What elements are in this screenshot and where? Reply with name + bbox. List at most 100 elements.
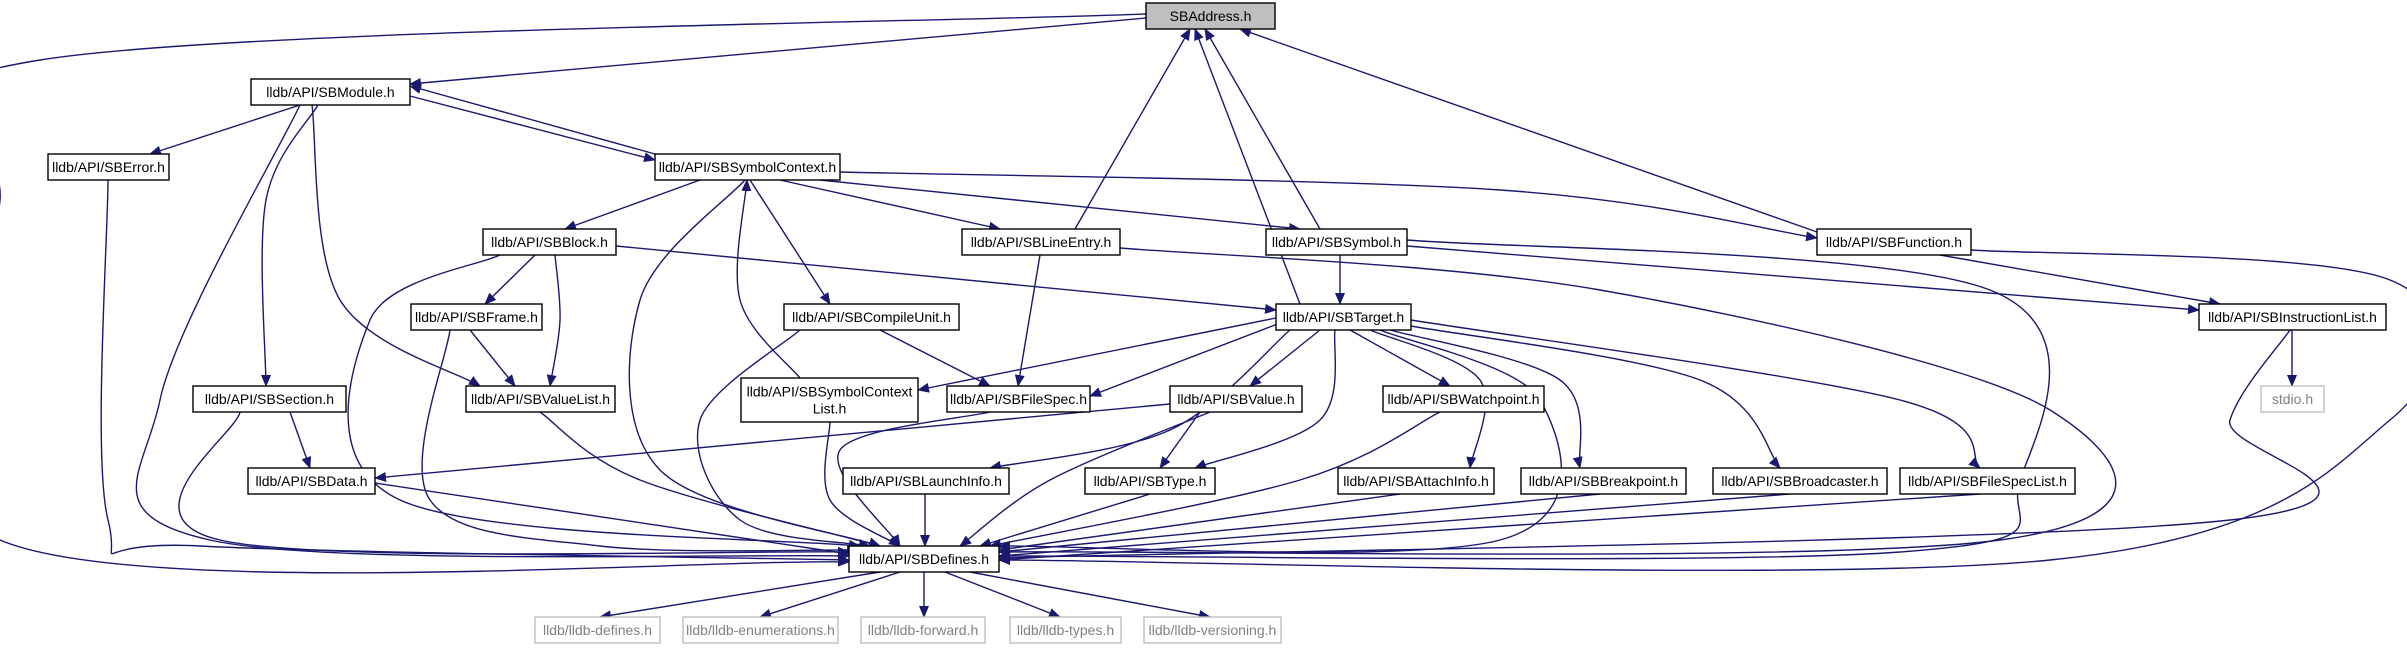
- node-label: lldb/lldb-defines.h: [543, 622, 652, 638]
- edge-sbblock-to-sbframe: [484, 254, 536, 305]
- edge-sbsymbolcontext-to-sbcompileunit: [749, 179, 831, 305]
- node-sbframe[interactable]: lldb/API/SBFrame.h: [410, 303, 543, 331]
- edge-sbfunction-to-sbinstructionlist: [1939, 254, 2221, 308]
- node-label: lldb/API/SBBreakpoint.h: [1529, 473, 1678, 489]
- edge-sblineentry-to-sbdefines: [998, 247, 2117, 557]
- edge-sberror-to-sbdefines: [100, 179, 850, 565]
- node-sbaddress[interactable]: SBAddress.h: [1145, 2, 1276, 30]
- node-sberror[interactable]: lldb/API/SBError.h: [47, 153, 170, 181]
- node-sbdefines[interactable]: lldb/API/SBDefines.h: [848, 545, 1000, 573]
- node-sbbroadcaster[interactable]: lldb/API/SBBroadcaster.h: [1712, 467, 1888, 495]
- node-box: [783, 303, 960, 331]
- edge-sbsymbolcontext-to-sbsymbol: [819, 179, 1301, 233]
- edge-sbsection-to-sbdefines: [178, 411, 850, 557]
- edge-sbfunction-to-sbaddress: [1239, 27, 1818, 233]
- edge-sbsymbolcontext-to-sbblock: [564, 179, 701, 230]
- node-box: [410, 303, 543, 331]
- node-label: lldb/API/SBBroadcaster.h: [1721, 473, 1878, 489]
- node-box: [192, 385, 347, 413]
- edge-sbtarget-to-sbvalue: [1249, 329, 1321, 387]
- node-sbmodule[interactable]: lldb/API/SBModule.h: [250, 78, 411, 106]
- node-label: lldb/API/SBDefines.h: [859, 551, 989, 567]
- node-sbsymbol[interactable]: lldb/API/SBSymbol.h: [1265, 228, 1408, 256]
- node-sbsymbolcontext[interactable]: lldb/API/SBSymbolContext.h: [654, 153, 841, 181]
- edge-sbmodule-to-sberror: [149, 104, 301, 156]
- edge-sbblock-to-sbdefines: [347, 254, 861, 550]
- edge-sblineentry-to-sbaddress: [1074, 28, 1191, 230]
- node-box: [1084, 467, 1216, 495]
- edge-sbdata-to-sbdefines: [374, 482, 850, 558]
- node-sbsection[interactable]: lldb/API/SBSection.h: [192, 385, 347, 413]
- edge-sbtarget-to-sbbreakpoint: [1389, 329, 1583, 469]
- node-label: lldb/API/SBData.h: [255, 473, 367, 489]
- edge-sbtarget-to-sblaunchinfo: [989, 329, 1291, 471]
- edge-sbblock-to-sbvaluelist: [546, 254, 561, 387]
- node-sblaunchinfo[interactable]: lldb/API/SBLaunchInfo.h: [842, 467, 1010, 495]
- node-box: [842, 467, 1010, 495]
- node-box: [482, 228, 617, 256]
- node-box: [534, 616, 661, 644]
- node-box: [1143, 616, 1282, 644]
- edge-sbvalue-to-sbdefines: [959, 411, 1211, 547]
- node-label: lldb/API/SBFrame.h: [415, 309, 538, 325]
- edge-sbaddress-to-sbdefines: [0, 13, 1147, 574]
- edge-sbtarget-to-sbtype: [1194, 329, 1337, 469]
- node-label: lldb/API/SBCompileUnit.h: [792, 309, 951, 325]
- node-sbvaluelist[interactable]: lldb/API/SBValueList.h: [465, 385, 616, 413]
- edge-sbmodule-to-sbvaluelist: [311, 104, 481, 387]
- node-sbvalue[interactable]: lldb/API/SBValue.h: [1169, 385, 1303, 413]
- edge-sbsymbolcontext-to-sbfunction: [839, 171, 1818, 242]
- node-box: [1265, 228, 1408, 256]
- edge-sbdefines-to-lldbtypes: [944, 571, 1061, 618]
- node-box: [946, 385, 1091, 413]
- node-sbfunction[interactable]: lldb/API/SBFunction.h: [1816, 228, 1972, 256]
- edge-sbfunction-to-sbdefines: [998, 249, 2407, 572]
- node-sbtype[interactable]: lldb/API/SBType.h: [1084, 467, 1216, 495]
- node-label: lldb/API/SBLineEntry.h: [971, 234, 1112, 250]
- node-label: lldb/API/SBFileSpecList.h: [1908, 473, 2067, 489]
- node-sbcompileunit[interactable]: lldb/API/SBCompileUnit.h: [783, 303, 960, 331]
- node-sbwatchpoint[interactable]: lldb/API/SBWatchpoint.h: [1382, 385, 1545, 413]
- edge-sbfilespec-to-sbdefines: [837, 411, 991, 547]
- edge-sblineentry-to-sbfilespec: [1014, 254, 1041, 387]
- node-box: [1816, 228, 1972, 256]
- edge-sbsymbolcontextlist-to-sbsymbolcontext: [736, 179, 801, 379]
- node-label: lldb/API/SBError.h: [52, 159, 165, 175]
- edge-sbdefines-to-lldbversioning: [969, 571, 1211, 620]
- edge-sbtarget-to-sbfilespeclist: [1410, 319, 1981, 469]
- node-label: lldb/API/SBSymbol.h: [1272, 234, 1401, 250]
- edge-sbframe-to-sbdefines: [421, 329, 859, 555]
- node-sbfilespeclist[interactable]: lldb/API/SBFileSpecList.h: [1899, 467, 2076, 495]
- node-box: [1009, 616, 1122, 644]
- node-sbbreakpoint[interactable]: lldb/API/SBBreakpoint.h: [1520, 467, 1687, 495]
- node-label: lldb/lldb-forward.h: [868, 622, 979, 638]
- node-sbtarget[interactable]: lldb/API/SBTarget.h: [1275, 303, 1412, 331]
- edge-sbdefines-to-lldbdefines: [599, 571, 881, 621]
- node-lldbenumerations: lldb/lldb-enumerations.h: [682, 616, 839, 644]
- edge-sbtarget-to-sbwatchpoint: [1349, 329, 1451, 387]
- edge-sbbroadcaster-to-sbdefines: [998, 493, 1791, 561]
- node-label: lldb/API/SBAttachInfo.h: [1343, 473, 1489, 489]
- node-label: lldb/API/SBWatchpoint.h: [1387, 391, 1539, 407]
- node-box: [740, 377, 919, 423]
- node-sbblock[interactable]: lldb/API/SBBlock.h: [482, 228, 617, 256]
- node-sblineentry[interactable]: lldb/API/SBLineEntry.h: [961, 228, 1121, 256]
- node-sbinstructionlist[interactable]: lldb/API/SBInstructionList.h: [2198, 303, 2387, 331]
- node-sbdata[interactable]: lldb/API/SBData.h: [247, 467, 376, 495]
- edge-sbsymbol-to-sbaddress: [1204, 28, 1321, 230]
- node-sbfilespec[interactable]: lldb/API/SBFileSpec.h: [946, 385, 1091, 413]
- edge-sbtype-to-sbdefines: [979, 493, 1151, 548]
- node-label: lldb/API/SBTarget.h: [1283, 309, 1404, 325]
- node-box: [961, 228, 1121, 256]
- edge-sbsymbol-to-sbinstructionlist: [1406, 245, 2200, 315]
- edge-sbvaluelist-to-sbdefines: [539, 411, 881, 548]
- node-label: lldb/API/SBModule.h: [266, 84, 394, 100]
- node-box: [654, 153, 841, 181]
- edges-layer: [0, 13, 2407, 621]
- node-lldbtypes: lldb/lldb-types.h: [1009, 616, 1122, 644]
- node-sbattachinfo[interactable]: lldb/API/SBAttachInfo.h: [1337, 467, 1495, 495]
- node-stdio: stdio.h: [2260, 385, 2325, 413]
- edge-sbtarget-to-sbattachinfo: [1369, 329, 1487, 469]
